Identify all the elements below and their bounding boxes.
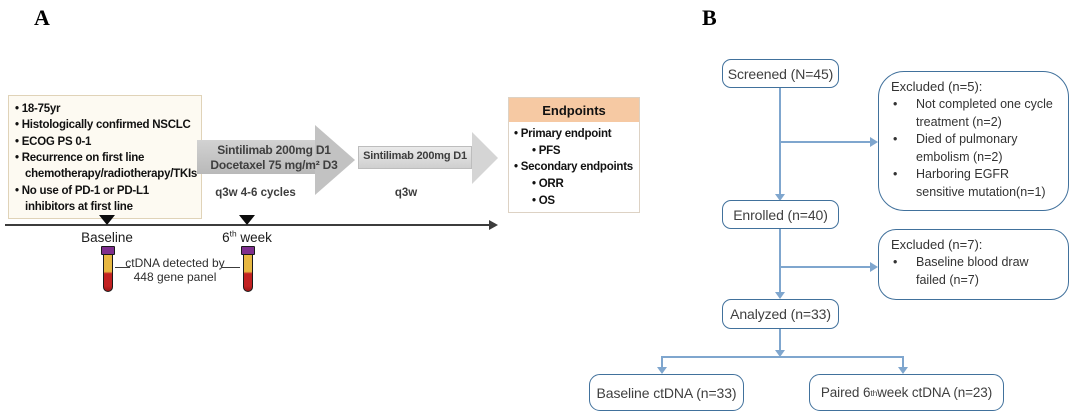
treatment-arrow-1-line2: Docetaxel 75 mg/m² D3 [210, 158, 338, 172]
secondary-endpoint-item: ORR [532, 176, 635, 193]
note-connector-left [115, 267, 130, 269]
arrowhead-excluded-5-icon [870, 137, 878, 147]
arrowhead-enrolled-icon [775, 194, 785, 201]
baseline-label: Baseline [81, 230, 133, 245]
excluded-7-list: Baseline blood draw failed (n=7) [879, 254, 1060, 289]
arrowhead-paired-ctdna-icon [898, 367, 908, 374]
eligibility-criteria-box: 18-75yrHistologically confirmed NSCLCECO… [8, 95, 202, 219]
endpoints-header: Endpoints [509, 98, 639, 122]
primary-endpoint-item: PFS [532, 143, 635, 160]
treatment-arrow-1-line1: Sintilimab 200mg D1 [217, 143, 331, 157]
treatment-arrow-1-body [197, 140, 315, 174]
week6-label: 6th week [210, 228, 284, 245]
panel-b-label: B [702, 5, 717, 30]
timeline-axis [5, 224, 491, 226]
excluded-5-item: Not completed one cycle treatment (n=2) [879, 96, 1060, 131]
week6-label-ordinal: th [229, 228, 237, 239]
week6-label-number: 6 [222, 230, 230, 245]
panel-a-label: A [34, 5, 50, 30]
arrowhead-analyzed-icon [775, 292, 785, 299]
baseline-ctdna-box: Baseline ctDNA (n=33) [589, 374, 744, 411]
arrowhead-baseline-ctdna-icon [657, 367, 667, 374]
week6-marker-icon [239, 215, 255, 225]
arrowhead-split-icon [775, 350, 785, 357]
tube-cap-icon [241, 246, 255, 255]
paired-ctdna-pre: Paired 6 [820, 385, 871, 400]
week6-label-rest: week [236, 230, 272, 245]
excluded-7-box: Excluded (n=7): Baseline blood draw fail… [878, 229, 1069, 300]
eligibility-item: Histologically confirmed NSCLC [15, 117, 195, 133]
treatment-arrow-2-schedule: q3w [394, 187, 418, 199]
tube-body-icon [103, 255, 113, 292]
paired-ctdna-post: week ctDNA (n=23) [877, 385, 993, 400]
analyzed-box: Analyzed (n=33) [722, 299, 839, 329]
eligibility-item: Recurrence on first line chemotherapy/ra… [15, 150, 198, 183]
arrowhead-excluded-7-icon [870, 262, 878, 272]
line-split-right [902, 356, 904, 367]
treatment-arrow-2-body [358, 146, 472, 169]
screened-box: Screened (N=45) [722, 59, 839, 88]
treatment-arrow-1-schedule: q3w 4-6 cycles [215, 187, 296, 199]
primary-endpoint-list: PFS [514, 143, 635, 160]
timeline-arrowhead-icon [489, 220, 498, 230]
line-split-left [661, 356, 663, 367]
line-enrolled-analyzed [779, 229, 781, 292]
treatment-arrow-1-text: Sintilimab 200mg D1 Docetaxel 75 mg/m² D… [198, 143, 350, 173]
endpoints-body: Primary endpoint PFS Secondary endpoints… [509, 122, 639, 209]
excluded-5-box: Excluded (n=5): Not completed one cycle … [878, 71, 1069, 211]
primary-endpoint-label: Primary endpoint [514, 126, 635, 143]
line-split-horizontal [661, 356, 904, 358]
excluded-5-item: Harboring EGFR sensitive mutation(n=1) [879, 166, 1060, 201]
enrolled-box: Enrolled (n=40) [722, 200, 839, 229]
blood-tube-baseline-icon [101, 246, 115, 292]
excluded-7-item: Baseline blood draw failed (n=7) [879, 254, 1060, 289]
treatment-arrow-1-head-icon [315, 125, 355, 195]
excluded-5-item: Died of pulmonary embolism (n=2) [879, 131, 1060, 166]
treatment-arrow-2-head-icon [472, 132, 498, 184]
line-excluded-7 [780, 266, 870, 268]
note-connector-right [222, 267, 240, 269]
eligibility-list: 18-75yrHistologically confirmed NSCLCECO… [15, 101, 198, 216]
ctdna-note-line1: ctDNA detected by [125, 256, 225, 270]
eligibility-item: 18-75yr [15, 101, 195, 117]
eligibility-item: No use of PD-1 or PD-L1 inhibitors at fi… [15, 183, 195, 216]
secondary-endpoints-label: Secondary endpoints [514, 159, 635, 176]
excluded-5-title: Excluded (n=5): [891, 79, 983, 94]
excluded-5-list: Not completed one cycle treatment (n=2)D… [879, 96, 1060, 201]
secondary-endpoints-list: ORROS [514, 176, 635, 209]
line-analyzed-split [779, 329, 781, 350]
tube-cap-icon [101, 246, 115, 255]
treatment-arrow-2-text: Sintilimab 200mg D1 [363, 150, 467, 162]
tube-body-icon [243, 255, 253, 292]
blood-tube-week6-icon [241, 246, 255, 292]
endpoints-box: Endpoints Primary endpoint PFS Secondary… [508, 97, 640, 213]
secondary-endpoint-item: OS [532, 193, 635, 210]
excluded-7-title: Excluded (n=7): [891, 237, 983, 252]
baseline-marker-icon [99, 215, 115, 225]
eligibility-item: ECOG PS 0-1 [15, 134, 195, 150]
line-excluded-5 [780, 141, 870, 143]
ctdna-note-line2: 448 gene panel [133, 270, 217, 284]
